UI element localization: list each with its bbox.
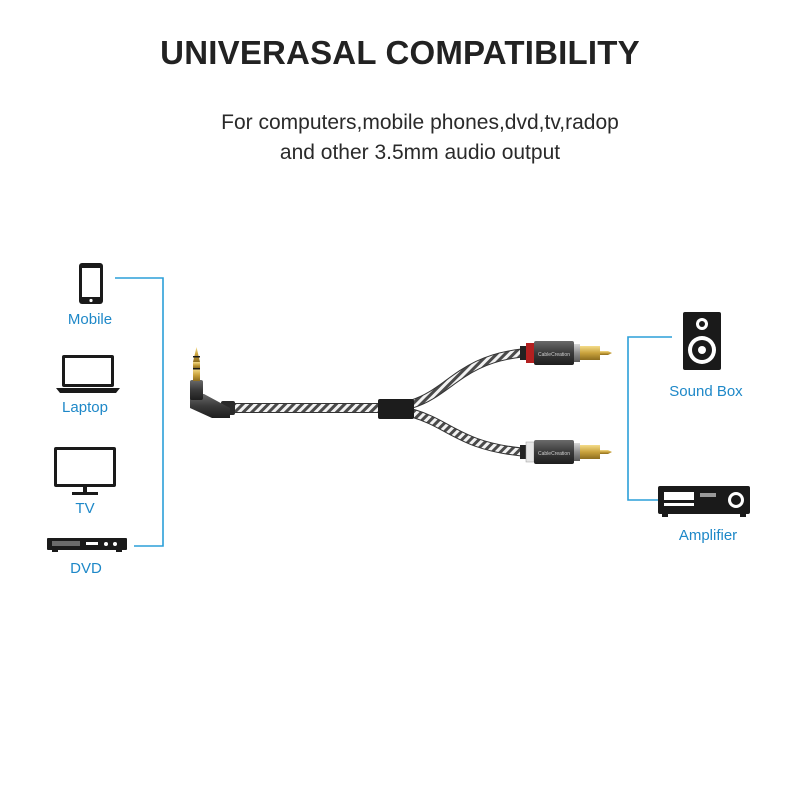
page-subtitle: For computers,mobile phones,dvd,tv,radop… <box>120 108 720 168</box>
page-title: UNIVERASAL COMPATIBILITY <box>160 34 640 71</box>
source-connector-line <box>115 277 164 547</box>
rca-plug-white: CableCreation <box>520 440 612 464</box>
subtitle-line-1: For computers,mobile phones,dvd,tv,radop <box>221 111 619 134</box>
cable-splitter <box>378 399 414 419</box>
aux-to-rca-cable: CableCreation CableCreation <box>190 341 612 464</box>
output-label-sound-box: Sound Box <box>669 383 743 400</box>
subtitle-line-2: and other 3.5mm audio output <box>279 141 561 164</box>
source-label-mobile: Mobile <box>67 311 113 328</box>
laptop-icon <box>56 355 120 393</box>
source-label-laptop: Laptop <box>62 399 108 416</box>
speaker-icon <box>683 312 721 370</box>
rca-brand-print: CableCreation <box>538 352 570 358</box>
tv-icon <box>54 447 116 495</box>
source-label-tv: TV <box>75 500 95 517</box>
rca-brand-print: CableCreation <box>538 451 570 457</box>
aux-jack-plug <box>190 347 235 418</box>
dvd-player-icon <box>47 538 127 552</box>
output-label-amplifier: Amplifier <box>678 527 738 544</box>
amplifier-icon <box>658 486 750 517</box>
output-connector-line <box>627 336 672 501</box>
source-label-dvd: DVD <box>70 560 102 577</box>
mobile-phone-icon <box>79 263 103 304</box>
rca-plug-red: CableCreation <box>520 341 612 365</box>
